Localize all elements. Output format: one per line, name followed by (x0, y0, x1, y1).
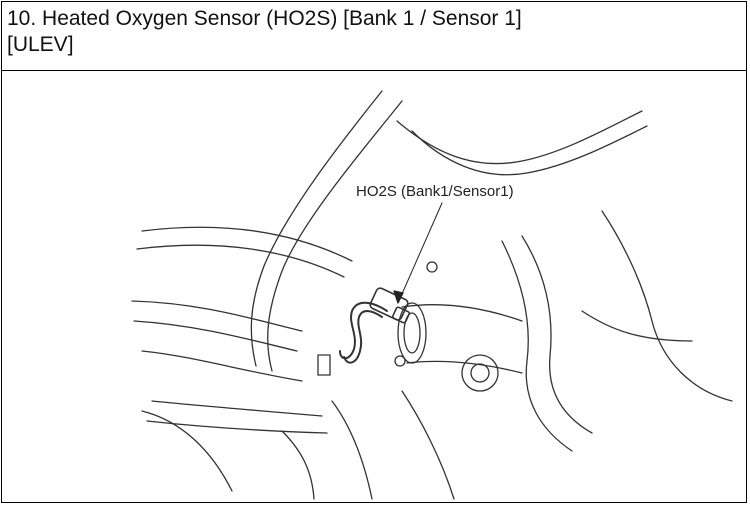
title-line-2: [ULEV] (7, 33, 74, 56)
engine-drawing (131, 90, 733, 500)
body-outline-top-2 (411, 125, 648, 176)
bracket-right (501, 240, 573, 452)
lower-panel-3 (331, 400, 373, 500)
body-outline-left (267, 100, 403, 372)
sensor-body (369, 287, 409, 321)
bracket-right-2 (521, 235, 593, 434)
frame-rail-7 (146, 420, 328, 434)
exhaust-flange (397, 302, 427, 364)
bracket-right-3 (601, 210, 733, 402)
sensor-wire-2 (343, 310, 383, 364)
bolt-head-inner (470, 363, 490, 383)
lower-panel (141, 410, 233, 492)
document-header: 10. Heated Oxygen Sensor (HO2S) [Bank 1 … (2, 2, 746, 71)
bracket-right-4 (581, 310, 693, 342)
exhaust-flange-inner (403, 312, 421, 354)
bolt-head-outer (461, 354, 499, 392)
body-outline-left-2 (250, 90, 383, 367)
title-line-1: 10. Heated Oxygen Sensor (HO2S) [Bank 1 … (7, 7, 522, 30)
lower-panel-4 (401, 390, 455, 500)
frame-rail-4 (133, 320, 298, 352)
frame-rail-5 (141, 350, 303, 382)
body-outline-top (396, 110, 643, 165)
sensor-tip (391, 306, 411, 324)
exhaust-pipe-bottom (406, 360, 523, 374)
frame-rail-6 (151, 400, 323, 417)
small-bolt-2 (394, 355, 406, 367)
frame-rail-3 (131, 300, 303, 332)
small-bolt-1 (426, 261, 438, 273)
frame-rail-1 (141, 226, 353, 262)
lower-clip (317, 354, 331, 376)
frame-rail-2 (136, 244, 345, 278)
sensor-callout-label: HO2S (Bank1/Sensor1) (356, 183, 514, 200)
exhaust-pipe-top (401, 304, 523, 322)
callout-arrowhead (393, 290, 404, 304)
lower-panel-2 (281, 430, 315, 500)
sensor-illustration: HO2S (Bank1/Sensor1) (2, 71, 746, 503)
callout-leader-line (397, 202, 443, 304)
